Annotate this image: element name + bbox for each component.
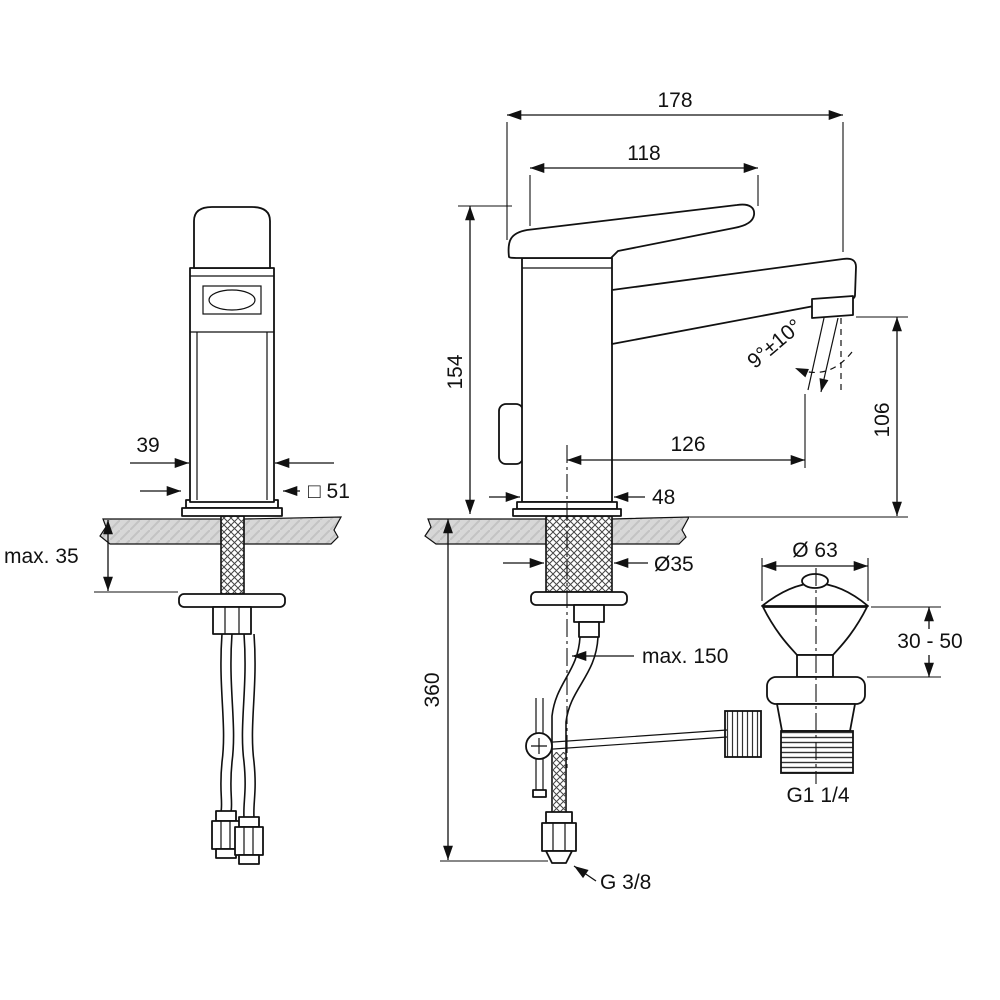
body-back-plate: [498, 403, 524, 465]
side-view: [424, 203, 857, 864]
nut-facets: [224, 607, 240, 634]
mounting-bracket-front: [178, 593, 286, 608]
popup-rod: [525, 698, 728, 798]
water-stream: [794, 317, 853, 393]
countertop-right: [243, 516, 343, 545]
dim-hose-reach: max. 150: [572, 645, 728, 668]
rod-knurled-connector: [724, 710, 762, 758]
handle-front: [193, 206, 271, 269]
threaded-shank-front: [220, 515, 245, 595]
dim-overall-depth: 178: [506, 89, 844, 252]
countertop-side-right: [611, 516, 691, 545]
dim-front-width: 39: [130, 434, 334, 468]
dim-supply-length: 360: [421, 519, 548, 862]
body-inner-edges: [196, 332, 268, 500]
mounting-bracket-side: [530, 591, 628, 606]
dim-label-106: 106: [871, 402, 894, 437]
waste-neck: [796, 654, 834, 678]
label-supply-thread: G 3/8: [600, 871, 651, 894]
hose-connector-upper: [573, 604, 605, 623]
label-waste-thread: G1 1/4: [786, 784, 849, 807]
dim-label-48: 48: [652, 486, 675, 509]
dim-label-118: 118: [627, 142, 660, 165]
angle-arc: [794, 351, 853, 378]
dim-deck-thickness: max. 35: [4, 520, 178, 593]
dim-waste-range: 30 - 50: [867, 606, 974, 678]
faucet-body-front: [189, 267, 275, 503]
faucet-body-side: [521, 257, 613, 503]
hose-connector-lower: [578, 621, 600, 638]
dim-hole-diameter: Ø35: [503, 553, 694, 576]
waste-funnel: [762, 606, 868, 656]
waste-cap-knob: [801, 573, 829, 589]
popup-waste-assembly: [724, 573, 869, 774]
dim-label-154: 154: [444, 354, 467, 389]
front-view: 39 □ 51 max. 35: [4, 206, 350, 865]
dim-label-d35: Ø35: [654, 553, 694, 576]
logo-plate: [202, 285, 262, 315]
dim-outlet-height: 106: [690, 316, 908, 518]
dim-label-126: 126: [670, 433, 705, 456]
label-supply-thread-group: G 3/8: [573, 865, 651, 894]
aerator: [811, 295, 854, 319]
dim-label-39: 39: [136, 434, 159, 457]
threaded-shank-side: [545, 515, 613, 593]
dim-label-30-50: 30 - 50: [897, 630, 962, 653]
logo-oval: [208, 289, 256, 311]
dim-label-360: 360: [421, 672, 444, 707]
waste-tailpiece-thread: [780, 730, 854, 774]
countertop-side-left: [424, 518, 547, 545]
dim-waste-cap-diameter: Ø 63: [761, 539, 869, 601]
supply-hose-left: [211, 633, 241, 859]
lever-side: [507, 203, 755, 259]
dim-label-178: 178: [657, 89, 692, 112]
dim-lever-length: 118: [529, 142, 759, 226]
dim-label-d63: Ø 63: [792, 539, 838, 562]
dim-label-max-35: max. 35: [4, 545, 79, 568]
dim-height: 154: [444, 205, 512, 514]
label-spray-angle: 9°±10°: [743, 315, 806, 373]
supply-hose-right: [234, 633, 264, 865]
dim-body-depth: 48: [489, 486, 675, 509]
dim-label-square-51: □ 51: [308, 480, 350, 503]
base-flange-front-lower: [181, 507, 283, 517]
dim-label-max-150: max. 150: [642, 645, 728, 668]
dim-spout-reach: 126: [567, 394, 806, 468]
mounting-nut-front: [212, 606, 252, 635]
dim-base-square: □ 51: [140, 480, 350, 503]
countertop-left: [99, 518, 222, 545]
